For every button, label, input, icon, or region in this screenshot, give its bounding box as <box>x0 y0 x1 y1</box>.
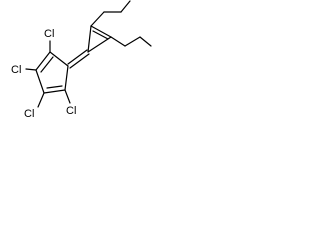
cl-bond-upper-left <box>25 68 37 71</box>
propyl-top-bond-3 <box>120 0 131 13</box>
chemical-structure-diagram: Cl Cl Cl Cl <box>11 0 152 120</box>
ring-bond-c1-c2 <box>49 51 69 67</box>
ring-bond-c3-c4 <box>35 69 45 94</box>
cyclopropene-ring <box>87 25 112 53</box>
cyclopropene-bond-b <box>87 36 112 53</box>
atom-label-cl-upper-left: Cl <box>11 64 21 76</box>
atom-labels: Cl Cl Cl Cl <box>11 28 76 120</box>
ring-bond-c4-c5-single <box>43 89 66 94</box>
exocyclic-double-bond <box>67 49 90 69</box>
cyclopentadiene-ring <box>35 51 69 94</box>
propyl-chain-top <box>90 0 131 27</box>
exocyclic-bond-line-1 <box>67 49 88 65</box>
cl-bond-right <box>64 89 71 104</box>
atom-label-cl-top: Cl <box>44 28 54 40</box>
propyl-right-bond-3 <box>139 36 152 47</box>
ring-bond-c2-c3-double <box>40 56 54 73</box>
propyl-right-bond-1 <box>110 36 126 47</box>
propyl-right-bond-2 <box>124 36 141 47</box>
ring-bond-c5-c1 <box>64 65 69 91</box>
cyclopropene-double-bond-1 <box>90 25 112 38</box>
propyl-chain-right <box>110 36 152 47</box>
atom-label-cl-lower-left: Cl <box>24 108 34 120</box>
cyclopropene-double-bond-2 <box>92 30 109 40</box>
ring-bond-c4-c5-double <box>46 85 63 89</box>
ring-bond-c2-c3-single <box>35 51 51 71</box>
atom-label-cl-right: Cl <box>66 105 76 117</box>
cl-bond-lower-left <box>37 92 45 108</box>
cyclopropene-bond-a <box>87 25 92 53</box>
chlorine-bonds <box>25 40 71 108</box>
exocyclic-bond-line-2 <box>69 53 90 69</box>
propyl-top-bond-1 <box>90 11 105 27</box>
